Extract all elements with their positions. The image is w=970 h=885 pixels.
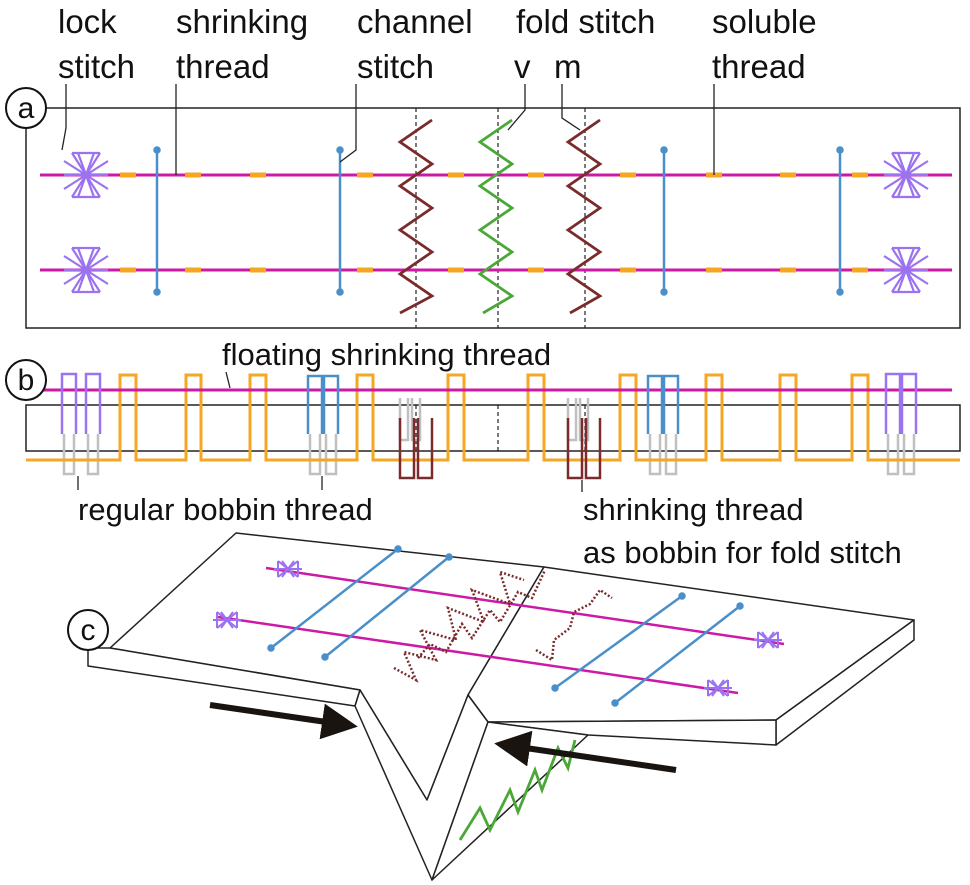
panel-a-marker-label: a bbox=[18, 92, 35, 125]
fold-stitches-c bbox=[393, 569, 613, 683]
regular-bobbin-loops bbox=[62, 398, 916, 476]
label-channel-stitch: stitch bbox=[357, 48, 434, 85]
compression-arrows bbox=[209, 702, 677, 773]
label-shrinking-thread: thread bbox=[176, 48, 270, 85]
label-as-bobbin-fold-stitch: as bobbin for fold stitch bbox=[583, 535, 902, 570]
label-fold-stitch: fold stitch bbox=[516, 3, 655, 40]
leader-lines-b bbox=[77, 371, 583, 492]
panel-c-marker bbox=[67, 609, 109, 651]
fold-stitch-v-c bbox=[458, 739, 577, 841]
label-soluble: soluble bbox=[712, 3, 817, 40]
panel-a-marker bbox=[5, 87, 47, 129]
label-soluble-thread: thread bbox=[712, 48, 806, 85]
fold-stitch-m-left bbox=[397, 118, 435, 315]
label-lock: lock bbox=[58, 3, 117, 40]
label-lock-stitch: stitch bbox=[58, 48, 135, 85]
panel-b: floating shrinking thread regular bobbin… bbox=[5, 337, 961, 570]
panel-b-marker-label: b bbox=[18, 364, 35, 397]
label-floating-shrinking-thread: floating shrinking thread bbox=[222, 337, 551, 372]
soluble-thread-side bbox=[26, 373, 960, 462]
label-channel: channel bbox=[357, 3, 473, 40]
fold-guide-lines-b bbox=[415, 405, 586, 451]
panel-c-marker-label: c bbox=[81, 614, 96, 647]
panel-b-fabric bbox=[25, 404, 961, 452]
channel-stitches bbox=[153, 146, 844, 296]
leader-lines bbox=[61, 84, 715, 175]
label-fold-m: m bbox=[554, 48, 582, 85]
arrow-left bbox=[494, 730, 677, 773]
arrow-right bbox=[209, 702, 358, 740]
lock-loops-b bbox=[60, 372, 918, 434]
channel-loops-b bbox=[306, 374, 680, 434]
panel-c: c bbox=[67, 532, 915, 881]
fold-stitch-v bbox=[477, 118, 515, 315]
panel-b-marker bbox=[5, 359, 47, 401]
label-shrinking-thread-bobbin: shrinking thread bbox=[583, 492, 804, 527]
fold-guide-lines bbox=[415, 108, 586, 328]
panel-a: lock stitch shrinking thread channel sti… bbox=[5, 3, 961, 329]
folded-slab bbox=[87, 532, 915, 881]
soluble-thread-dashes bbox=[120, 172, 868, 273]
label-fold-v: v bbox=[514, 48, 531, 85]
label-regular-bobbin-thread: regular bobbin thread bbox=[78, 492, 373, 527]
fold-bobbin-loops bbox=[398, 418, 602, 480]
panel-a-frame bbox=[25, 107, 961, 329]
fold-stitch-m-right bbox=[565, 118, 603, 315]
threads-c bbox=[212, 545, 785, 841]
label-shrinking: shrinking bbox=[176, 3, 308, 40]
